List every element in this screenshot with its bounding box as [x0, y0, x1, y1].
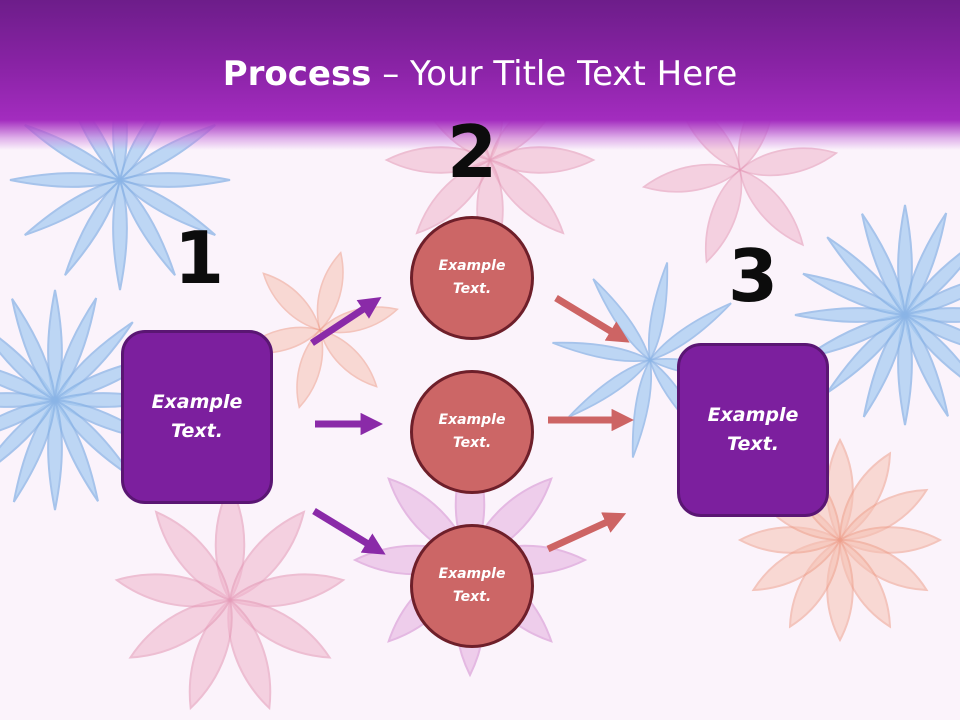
slide-title: Process – Your Title Text Here	[0, 52, 960, 96]
circle-text: Example Text.	[438, 566, 506, 605]
circle-text: Example Text.	[438, 258, 506, 297]
process-circle-bottom[interactable]: Example Text.	[410, 524, 534, 648]
title-bold: Process	[222, 54, 372, 94]
right-process-box[interactable]: Example Text.	[677, 343, 829, 517]
process-circle-top[interactable]: Example Text.	[410, 216, 534, 340]
stage-number-2: 2	[446, 110, 498, 194]
left-process-box[interactable]: Example Text.	[121, 330, 273, 504]
title-banner	[0, 0, 960, 150]
circle-text: Example Text.	[438, 412, 506, 451]
right-box-text: Example Text.	[707, 404, 799, 455]
title-rest: – Your Title Text Here	[371, 54, 738, 94]
process-circle-middle[interactable]: Example Text.	[410, 370, 534, 494]
left-box-text: Example Text.	[151, 391, 243, 442]
pink-flower-decor	[113, 484, 347, 714]
stage-number-3: 3	[727, 234, 779, 318]
stage-number-1: 1	[173, 216, 225, 300]
